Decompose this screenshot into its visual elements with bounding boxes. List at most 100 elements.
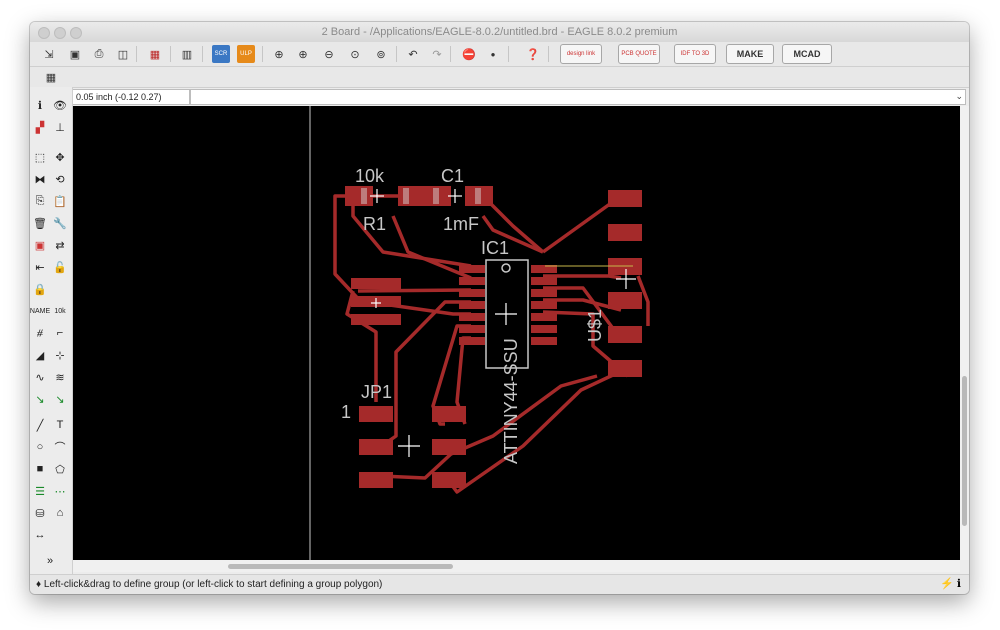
mirror-icon[interactable]: ⧓ [34, 173, 46, 186]
design-link-button[interactable]: design link [560, 44, 602, 64]
secondary-toolbar: ▦ [30, 67, 969, 88]
text-icon[interactable]: T [56, 419, 64, 431]
arc-icon[interactable]: ⌒ [54, 442, 66, 454]
attribute-icon[interactable]: ⌂ [56, 507, 64, 519]
r1-value-label: 10k [355, 166, 385, 186]
horizontal-scroll-thumb[interactable] [228, 564, 453, 569]
cam-icon[interactable]: ◫ [117, 48, 129, 61]
rotate-icon[interactable]: ⟲ [55, 173, 65, 186]
route-icon[interactable]: ⊹ [55, 349, 65, 362]
zoom-redraw-icon[interactable]: ⊙ [350, 48, 360, 61]
replace-icon[interactable]: ⇄ [55, 239, 65, 252]
zoom-out-icon[interactable]: ⊖ [324, 48, 334, 61]
c1-name-label: C1 [441, 166, 464, 186]
ic1-value-label: ATTINY44-SSU [501, 338, 521, 464]
silkscreen [485, 259, 529, 369]
minimize-window-button[interactable] [54, 27, 66, 39]
lock-icon[interactable]: 🔒 [33, 283, 47, 296]
smash-icon[interactable]: ⇤ [35, 261, 45, 274]
status-bar: ♦ Left-click&drag to define group (or le… [30, 574, 969, 594]
name-icon[interactable]: NAME [30, 307, 51, 315]
polygon-icon[interactable]: ⬠ [55, 463, 65, 476]
schematic-icon[interactable]: ▦ [149, 48, 161, 61]
command-line-input[interactable]: ⌄ [190, 89, 966, 105]
make-button[interactable]: MAKE [726, 44, 774, 64]
window-title: 2 Board - /Applications/EAGLE-8.0.2/unti… [321, 26, 678, 38]
go-icon[interactable]: ● [490, 49, 496, 59]
c1-value-label: 1mF [443, 214, 479, 234]
more-tools-icon[interactable]: » [46, 555, 54, 567]
open-icon[interactable]: ⇲ [44, 48, 54, 61]
zoom-fit-icon[interactable]: ⊕ [274, 48, 284, 61]
lightning-icon[interactable]: ⚡ [940, 578, 954, 590]
close-window-button[interactable] [38, 27, 50, 39]
u1-name-label: U$1 [585, 309, 605, 342]
vertical-scroll-thumb[interactable] [962, 376, 967, 526]
undo-icon[interactable]: ↶ [408, 48, 418, 61]
help-icon[interactable]: ❓ [526, 48, 540, 61]
ic1-name-label: IC1 [481, 238, 509, 258]
add-icon[interactable]: ▣ [34, 239, 46, 252]
ulp-icon[interactable]: ULP [237, 45, 255, 63]
delete-icon[interactable]: 🗑 [33, 217, 47, 230]
zoom-window-button[interactable] [70, 27, 82, 39]
zoom-select-icon[interactable]: ⊚ [376, 48, 386, 61]
jp1-name-label: JP1 [361, 382, 392, 402]
optimize-icon[interactable]: ◢ [35, 349, 45, 362]
autoroute-icon[interactable]: ↘ [35, 393, 45, 406]
idf-button[interactable]: IDF TO 3D [674, 44, 716, 64]
ic1-left-pads [459, 265, 485, 345]
horizontal-scrollbar[interactable] [73, 560, 960, 572]
ic1-right-pads [531, 265, 557, 345]
pcb-quote-button[interactable]: PCB QUOTE [618, 44, 660, 64]
eagle-window: 2 Board - /Applications/EAGLE-8.0.2/unti… [30, 22, 969, 594]
signal-icon[interactable]: ⋯ [54, 485, 66, 498]
show-icon[interactable]: 👁 [53, 99, 67, 112]
hole-icon[interactable]: ⛁ [35, 507, 45, 520]
via-icon[interactable]: ☰ [35, 485, 45, 498]
status-icons: ⚡ ℹ [940, 574, 961, 594]
redo-icon[interactable]: ↷ [432, 48, 442, 61]
rect-icon[interactable]: ■ [36, 463, 44, 475]
mcad-button[interactable]: MCAD [782, 44, 832, 64]
origin-crosses [370, 189, 636, 457]
mark-icon[interactable]: ⊥ [55, 121, 65, 134]
miter-icon[interactable]: ⌐ [56, 327, 64, 339]
group-icon[interactable]: ⬚ [34, 151, 46, 164]
display-layers-icon[interactable]: ▥ [181, 48, 193, 61]
jp1-pads [359, 406, 466, 488]
main-toolbar: ⇲ ▣ ⎙ ◫ ▦ ▥ SCR ULP ⊕ ⊕ ⊖ ⊙ ⊚ ↶ ↷ ⛔ ● ❓ … [30, 42, 969, 67]
script-icon[interactable]: SCR [212, 45, 230, 63]
split-icon[interactable]: ⧣ [36, 326, 44, 339]
grid-icon[interactable]: ▦ [45, 71, 57, 84]
display-icon[interactable]: ▞ [35, 121, 45, 134]
ripup-icon[interactable]: ↘ [55, 393, 65, 406]
info-icon[interactable]: ℹ [37, 99, 43, 112]
left-toolbar: ℹ 👁 ▞ ⊥ ⬚ ✥ ⧓ ⟲ ⎘ 📋 🗑 🔧 ▣ ⇄ ⇤ 🔓 🔒 NAME 1… [30, 87, 73, 574]
value-icon[interactable]: 10k [54, 307, 66, 315]
r1-c1-bodies [361, 188, 481, 204]
save-icon[interactable]: ▣ [69, 48, 81, 61]
print-icon[interactable]: ⎙ [94, 47, 104, 60]
vertical-scrollbar[interactable] [960, 106, 969, 560]
meander-icon[interactable]: ∿ [35, 371, 45, 384]
ratsnest-icon[interactable]: ≋ [55, 371, 65, 384]
u1-pads [608, 190, 642, 377]
stop-icon[interactable]: ⛔ [462, 48, 476, 61]
paste-icon[interactable]: 📋 [53, 195, 67, 208]
circle-icon[interactable]: ○ [36, 441, 44, 453]
wire-icon[interactable]: ╱ [36, 419, 44, 432]
board-canvas[interactable]: 10k R1 C1 1mF IC1 ATTINY44-SSU U$1 JP1 1 [73, 106, 960, 560]
wrench-icon[interactable]: 🔧 [53, 217, 67, 230]
info-status-icon[interactable]: ℹ [956, 578, 961, 590]
chevron-down-icon[interactable]: ⌄ [955, 91, 963, 101]
zoom-in-icon[interactable]: ⊕ [298, 48, 308, 61]
dimension-icon[interactable]: ↔ [34, 529, 46, 541]
lock-open-icon[interactable]: 🔓 [53, 261, 67, 274]
jp1-pin1-label: 1 [341, 402, 351, 422]
move-icon[interactable]: ✥ [55, 151, 65, 164]
copy-icon[interactable]: ⎘ [35, 194, 45, 207]
r1-name-label: R1 [363, 214, 386, 234]
coordinate-display: 0.05 inch (-0.12 0.27) [72, 89, 190, 105]
status-text: ♦ Left-click&drag to define group (or le… [36, 579, 383, 590]
